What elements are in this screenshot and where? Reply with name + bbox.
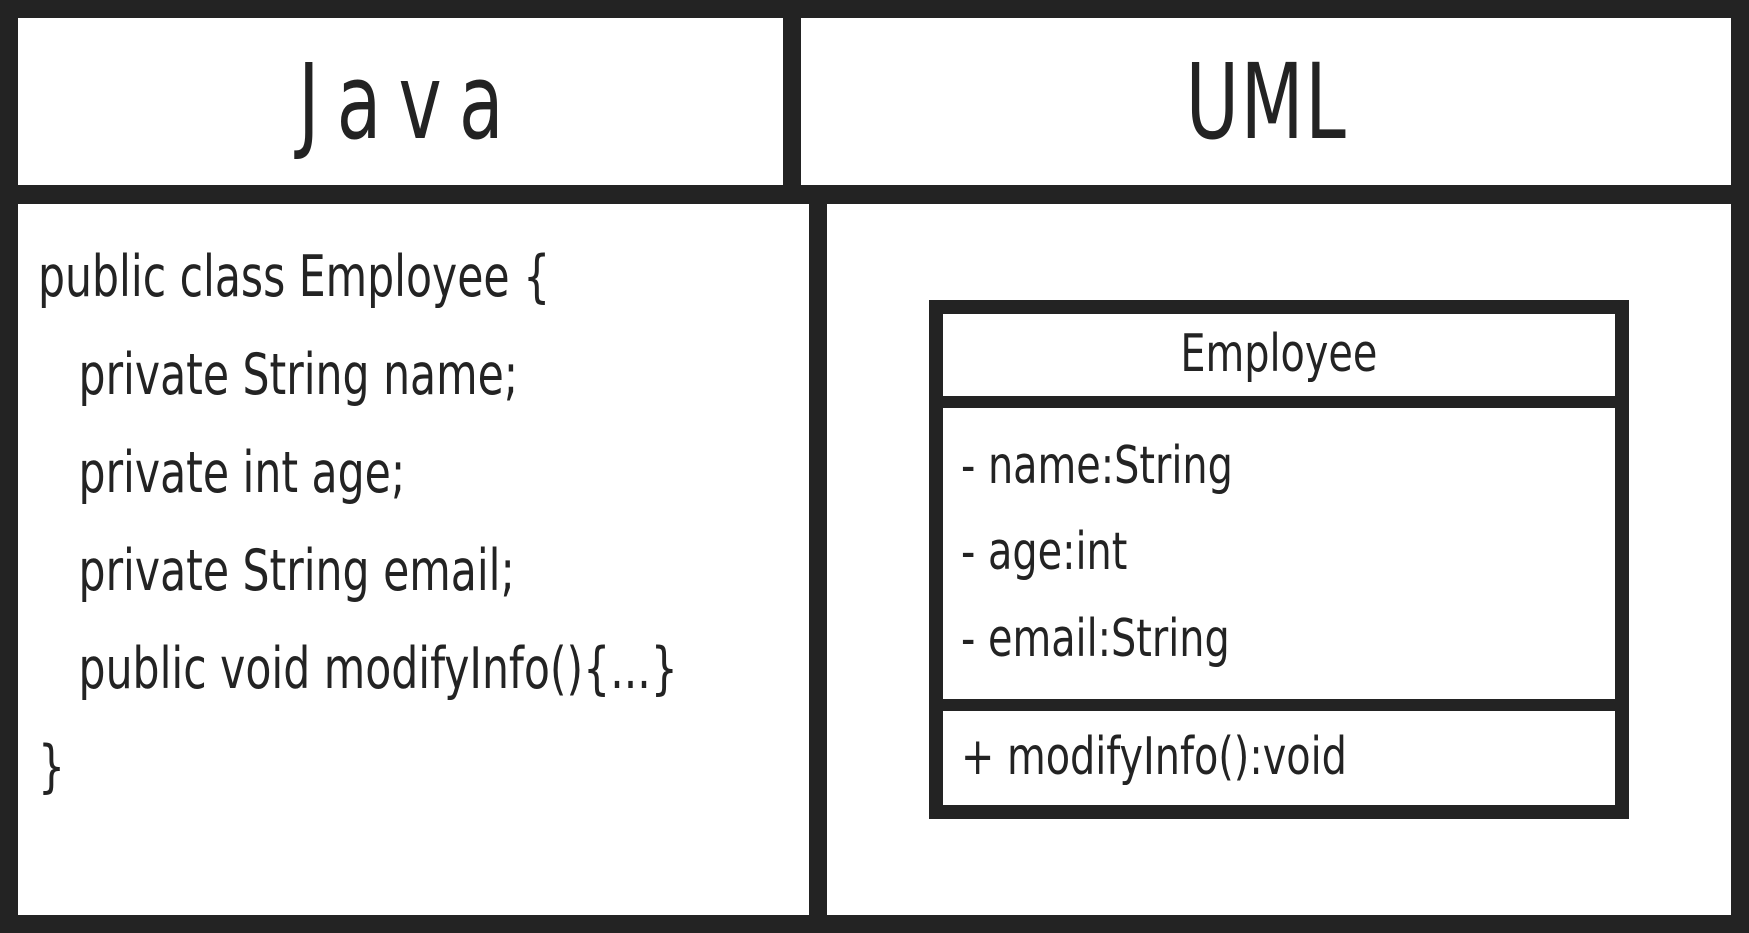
uml-class-name: Employee: [1180, 324, 1378, 385]
java-code-block: public class Employee { private String n…: [18, 204, 809, 816]
java-column-title: Java: [297, 40, 521, 163]
uml-attribute-row: - name:String: [961, 424, 1597, 510]
code-line: public class Employee {: [38, 244, 551, 310]
uml-attribute-text: - age:int: [960, 522, 1128, 583]
uml-attribute-row: - email:String: [961, 597, 1597, 683]
uml-diagram-cell: Employee - name:String - age:int - email…: [826, 204, 1731, 915]
uml-column-title: UML: [1185, 40, 1348, 163]
uml-class-wrapper: Employee - name:String - age:int - email…: [827, 204, 1731, 915]
table-header-row: Java UML: [18, 18, 1731, 204]
uml-methods-compartment: + modifyInfo():void: [942, 698, 1615, 805]
header-cell-uml: UML: [801, 18, 1731, 185]
java-code-cell: public class Employee { private String n…: [18, 204, 809, 915]
column-divider: [808, 204, 827, 915]
uml-attributes-compartment: - name:String - age:int - email:String: [942, 396, 1615, 698]
uml-attribute-text: - email:String: [960, 608, 1230, 669]
uml-class-name-compartment: Employee: [943, 314, 1615, 396]
table-body-row: public class Employee { private String n…: [18, 204, 1731, 915]
code-line: public void modifyInfo(){...}: [38, 636, 678, 702]
uml-attribute-text: - name:String: [960, 436, 1233, 497]
uml-method-text: + modifyInfo():void: [960, 726, 1347, 787]
column-divider: [783, 18, 801, 185]
code-line: }: [38, 734, 66, 800]
code-line: private String name;: [38, 342, 519, 408]
uml-class-box: Employee - name:String - age:int - email…: [928, 300, 1629, 819]
code-line: private int age;: [38, 440, 406, 506]
uml-method-row: + modifyInfo():void: [961, 725, 1597, 787]
uml-attribute-row: - age:int: [961, 510, 1597, 596]
code-line: private String email;: [38, 538, 515, 604]
header-cell-java: Java: [18, 18, 783, 185]
